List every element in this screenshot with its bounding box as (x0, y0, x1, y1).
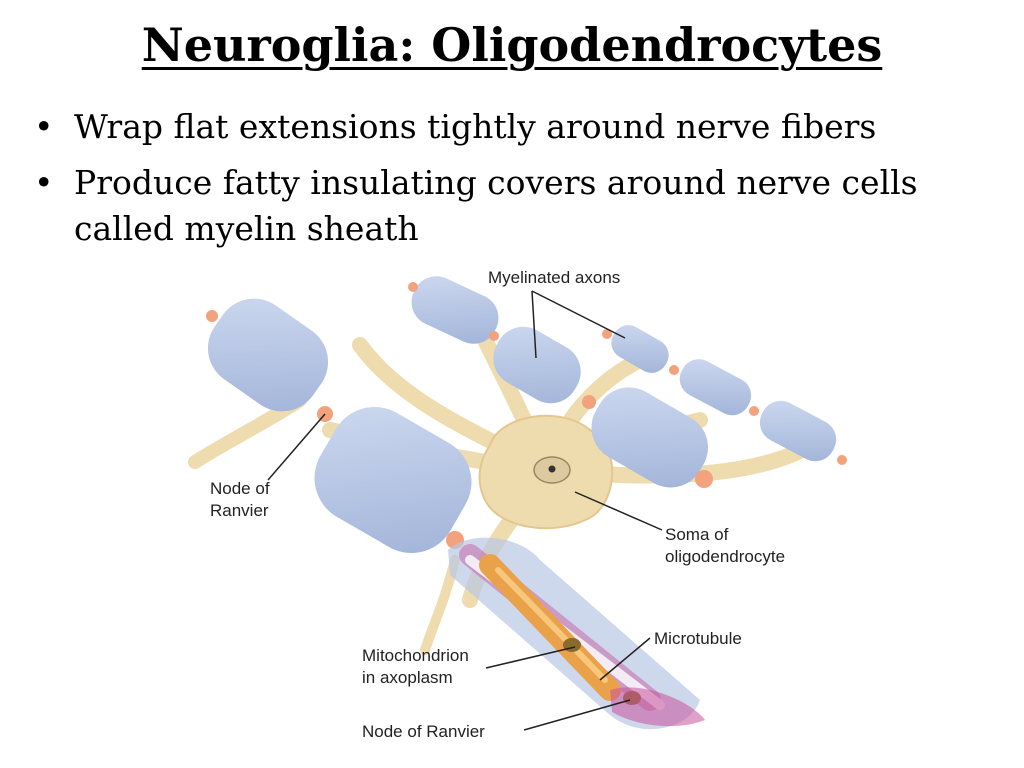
bullet-text: Produce fatty insulating covers around n… (74, 163, 918, 248)
cutaway-sheath (448, 537, 705, 730)
label-node-of-ranvier: Ranvier (210, 501, 269, 520)
label-mitochondrion: Mitochondrion (362, 646, 469, 665)
label-node-of-ranvier-bottom: Node of Ranvier (362, 722, 485, 741)
label-node-of-ranvier: Node of (210, 479, 270, 498)
label-myelinated-axons: Myelinated axons (488, 268, 620, 287)
label-soma: Soma of (665, 525, 729, 544)
bullet-item: • Produce fatty insulating covers around… (34, 160, 994, 252)
label-soma: oligodendrocyte (665, 547, 785, 566)
bullet-glyph: • (34, 107, 54, 146)
label-mitochondrion: in axoplasm (362, 668, 453, 687)
bullet-list: • Wrap flat extensions tightly around ne… (34, 104, 994, 262)
leader-lines (267, 290, 663, 731)
myelin-segments (207, 276, 837, 553)
bullet-item: • Wrap flat extensions tightly around ne… (34, 104, 994, 150)
bullet-glyph: • (34, 163, 54, 202)
bullet-text: Wrap flat extensions tightly around nerv… (74, 107, 877, 146)
oligodendrocyte-soma (478, 414, 614, 530)
label-microtubule: Microtubule (654, 629, 742, 648)
slide-title: Neuroglia: Oligodendrocytes (141, 18, 883, 72)
